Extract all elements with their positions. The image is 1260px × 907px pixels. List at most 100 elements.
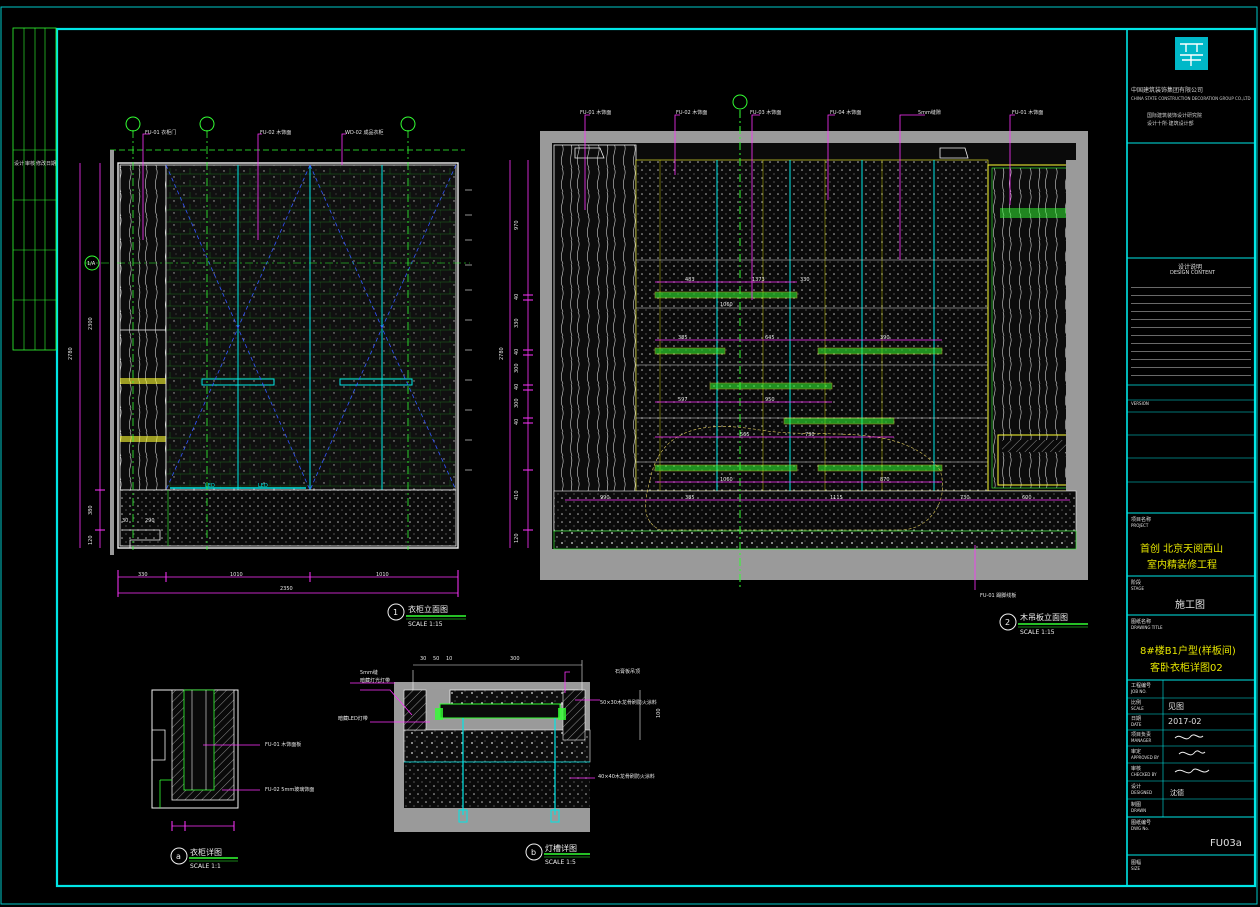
size-label-cn: 图幅: [1131, 860, 1142, 866]
project-label-cn: 项目名称: [1131, 517, 1152, 523]
v1-num: 1: [393, 608, 398, 617]
v2-num: 2: [1005, 618, 1010, 627]
v1-led-1: LED: [258, 483, 268, 489]
v2-mark-5: 645: [765, 335, 775, 341]
left-strip-cell-3: 日期: [46, 161, 56, 167]
v2-tag-4: FU-01 木饰面: [1012, 109, 1043, 116]
title-block-frame: [1126, 29, 1255, 886]
row-4-en: APPROVED BY: [1131, 755, 1160, 760]
drawing-title-line2: 客卧衣柜详图02: [1150, 663, 1223, 674]
v1-dim-bottom-0: 330: [138, 572, 148, 578]
drawing-title-label-en: DRAWING TITLE: [1131, 625, 1163, 630]
v2-dim-left-5: 40: [514, 384, 520, 390]
view2-panel-elevation: [509, 94, 1088, 590]
view1-annotations: FU-01 衣柜门 FU-02 木饰面 WD-02 成品衣柜 1/A LED L…: [68, 129, 389, 592]
v2-mark-14: 385: [685, 495, 695, 501]
company-logo-icon: [1175, 37, 1208, 70]
view-b-annotations: 5mm缝 暗藏灯光灯带 暗藏LED灯带 石膏板吊顶 50×30木龙骨刷防火涂料 …: [338, 656, 662, 780]
v2-mark-15: 730: [960, 495, 970, 501]
view2-title-block: 2 木吊板立面图 SCALE 1:15: [999, 612, 1088, 636]
vb-dim-top-3: 300: [510, 656, 520, 662]
row-7-cn: 制图: [1131, 802, 1142, 808]
v2-mark-3: 1060: [720, 302, 733, 308]
v2-dim-left-6: 300: [514, 398, 520, 408]
project-label-en: PROJECT: [1131, 523, 1149, 528]
v1-axis-tag: 1/A: [87, 261, 96, 267]
v2-mark-13: 1115: [830, 495, 843, 501]
v2-mark-12: 870: [880, 477, 890, 483]
sheet-border-outer: [0, 6, 1258, 905]
vb-left3: 暗藏LED灯带: [338, 715, 368, 722]
view2-annotations: FU-01 木饰面 FU-02 木饰面 FU-03 木饰面 FU-04 木饰面 …: [499, 109, 1043, 599]
v2-mark-11: 1060: [720, 477, 733, 483]
v1-dim-bottom-1: 1010: [230, 572, 243, 578]
row-6-value: 沈德: [1170, 789, 1184, 797]
drawing-no-label-en: DWG No.: [1131, 826, 1150, 831]
design-content-cn: 设计说明: [1178, 264, 1203, 271]
v2-dim-left-2: 330: [514, 318, 520, 328]
v2-mark-10: 730: [805, 432, 815, 438]
va-num: a: [176, 852, 181, 861]
v2-tag-0: FU-01 木饰面: [580, 109, 611, 116]
row-2-cn: 日期: [1131, 716, 1142, 722]
drawing-no-label-cn: 图纸编号: [1131, 820, 1152, 826]
design-notes-lines: [1131, 282, 1251, 380]
vb-dim-top-0: 30: [420, 656, 426, 662]
v1-led-0: LED: [205, 483, 215, 489]
vb-scale: SCALE 1:5: [545, 859, 576, 866]
v1-scale: SCALE 1:15: [408, 621, 443, 628]
v2-mark-9: 565: [740, 432, 750, 438]
vb-dim-side: 100: [656, 708, 662, 718]
drawing-title-label-cn: 图纸名称: [1131, 619, 1152, 625]
row-5-cn: 审核: [1131, 766, 1142, 772]
row-4-cn: 审定: [1131, 749, 1142, 755]
view-a-annotations: FU-01 木饰面板 FU-02 5mm玻璃饰面: [265, 741, 314, 793]
v2-mark-4: 385: [678, 335, 688, 341]
view-a-title-block: a 衣柜详图 SCALE 1:1: [170, 847, 238, 870]
vb-right1: 石膏板吊顶: [615, 668, 640, 675]
company-sub1: 国际建筑装饰设计研究院: [1147, 113, 1203, 119]
va-tag-0: FU-01 木饰面板: [265, 741, 301, 748]
row-1-en: SCALE: [1131, 706, 1144, 711]
drawing-title-line1: 8#楼B1户型(样板间): [1140, 646, 1236, 657]
v2-tag-3: FU-04 木饰面: [830, 109, 861, 116]
v1-dim-left-lower: 380: [88, 505, 94, 515]
va-title: 衣柜详图: [190, 847, 222, 857]
v2-scale: SCALE 1:15: [1020, 629, 1055, 636]
left-revision-strip: [12, 27, 57, 351]
left-strip-labels: 设计 审核 修改 日期: [14, 160, 56, 167]
v2-bottom-tag: FU-01 踢脚线板: [980, 592, 1016, 599]
view-a-wardrobe-detail: [151, 689, 260, 831]
v1-dim-total: 2350: [280, 586, 293, 592]
v2-dim-left-0: 970: [514, 220, 520, 230]
v2-mark-2: 330: [800, 277, 810, 283]
v2-mark-16: 600: [1022, 495, 1032, 501]
vb-dim-top-1: 50: [433, 656, 439, 662]
size-label-en: SIZE: [1131, 866, 1140, 871]
stage-label-en: STAGE: [1131, 586, 1144, 591]
v2-dim-total: 2780: [499, 347, 505, 360]
row-3-cn: 项目负责: [1131, 732, 1152, 738]
vb-num: b: [531, 848, 536, 857]
v1-dim-left-upper: 2300: [88, 317, 94, 330]
left-strip-cell-0: 设计: [14, 160, 24, 167]
sheet-border-inner: [55, 27, 1257, 888]
v1-dim-left-total: 2780: [68, 347, 74, 360]
v1-tag-2: WD-02 成品衣柜: [345, 129, 384, 136]
row-0-en: JOB NO.: [1131, 689, 1147, 694]
row-3-en: MANAGER: [1131, 738, 1152, 743]
v2-mark-0: 483: [685, 277, 695, 283]
v2-dim-left-1: 40: [514, 294, 520, 300]
row-0-cn: 工程编号: [1131, 683, 1152, 689]
v1-title: 衣柜立面图: [408, 604, 448, 614]
v2-title: 木吊板立面图: [1020, 612, 1068, 622]
v2-dim-left-4: 300: [514, 363, 520, 373]
view1-title-block: 1 衣柜立面图 SCALE 1:15: [387, 603, 466, 628]
v2-mark-1: 1373: [752, 277, 765, 283]
view-b-title-block: b 灯槽详图 SCALE 1:5: [525, 843, 590, 866]
vb-left2: 暗藏灯光灯带: [360, 677, 390, 684]
row-1-cn: 比例: [1131, 700, 1142, 706]
v1-dim-bottom-2: 1010: [376, 572, 389, 578]
company-sub2: 设计十所·建筑设计部: [1147, 121, 1194, 127]
